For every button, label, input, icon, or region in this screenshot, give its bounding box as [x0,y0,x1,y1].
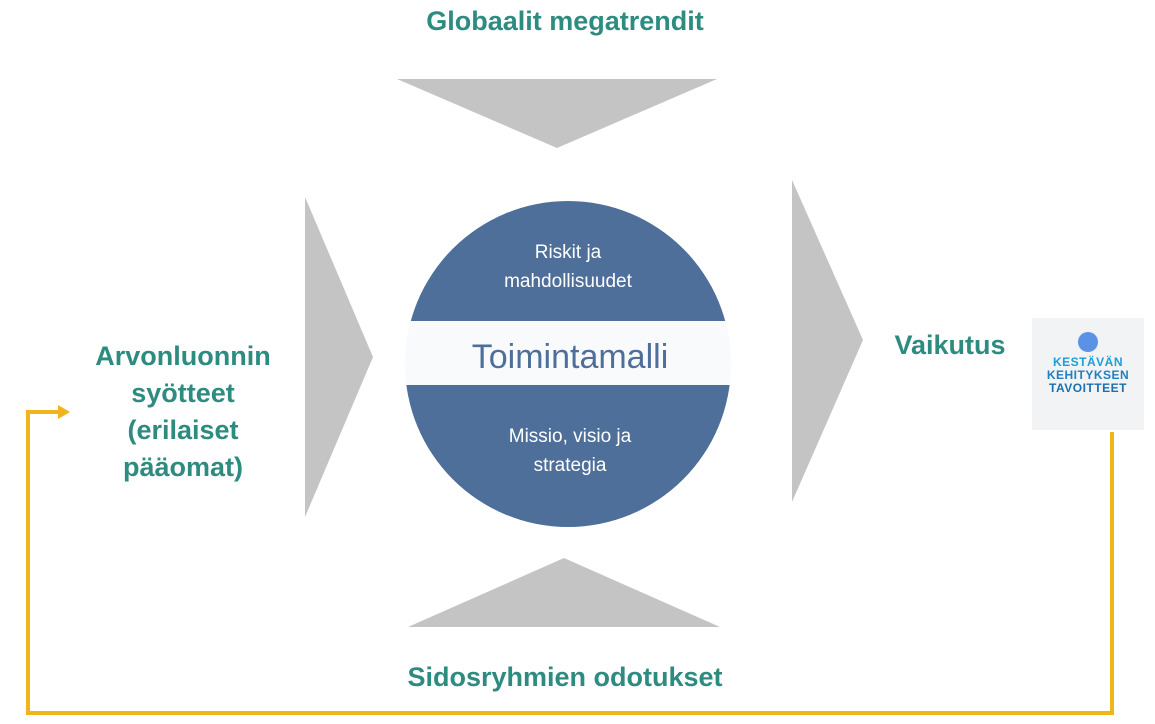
top-label: Globaalit megatrendit [426,6,704,36]
circle-top-text-line2: mahdollisuudet [504,271,633,292]
arrow-left [305,197,373,517]
left-label: Arvonluonnin syötteet (erilaiset pääomat… [58,338,308,486]
circle-bottom-text-line2: strategia [534,455,607,476]
feedback-line [26,410,1114,715]
bottom-label: Sidosryhmien odotukset [407,662,723,692]
sdg-logo: KESTÄVÄN KEHITYKSEN TAVOITTEET [1032,318,1144,430]
center-band [378,321,770,385]
un-emblem-icon [1078,332,1098,352]
arrow-top [397,79,717,148]
circle-top-text-line1: Riskit ja [535,242,602,263]
circle-center-text: Toimintamalli [472,338,669,376]
left-label-line: syötteet [131,378,235,408]
feedback-arrowhead [58,405,70,419]
right-label: Vaikutus [894,330,1006,360]
arrow-right [792,180,863,502]
sdg-logo-line2: KEHITYKSEN [1046,368,1130,382]
sdg-logo-line1: KESTÄVÄN [1052,355,1123,369]
left-label-line: Arvonluonnin [95,341,271,371]
left-label-line: (erilaiset [127,415,239,445]
circle-bottom-text-line1: Missio, visio ja [509,426,632,447]
arrow-bottom [408,558,720,627]
left-label-line: pääomat) [122,452,244,482]
sdg-logo-line3: TAVOITTEET [1049,381,1127,395]
